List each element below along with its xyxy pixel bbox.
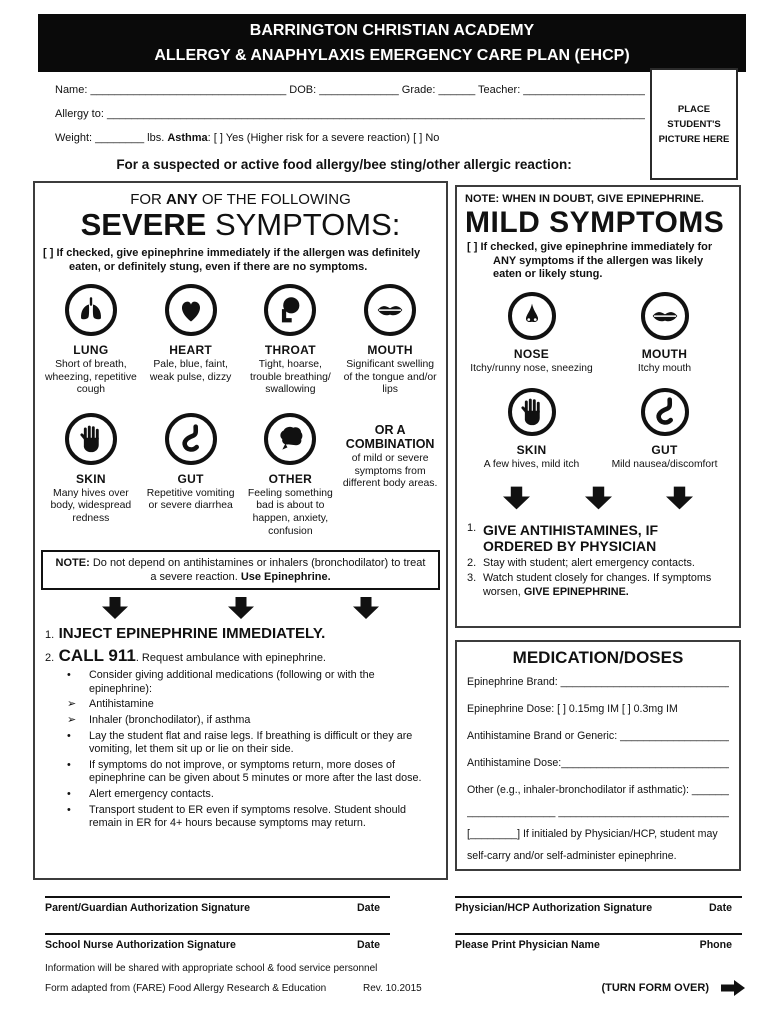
severe-heading: FOR ANY OF THE FOLLOWING: [130, 191, 351, 208]
epinephrine-brand-field[interactable]: Epinephrine Brand: _____________________…: [467, 676, 729, 688]
hand-icon: [507, 388, 556, 437]
student-picture-placeholder[interactable]: PLACE STUDENT'S PICTURE HERE: [650, 68, 738, 180]
stomach-icon: [640, 388, 689, 437]
mild-step-2: 2.Stay with student; alert emergency con…: [467, 556, 695, 569]
mild-symptom-grid: NOSE Itchy/runny nose, sneezing MOUTH It…: [465, 291, 731, 472]
severe-step-2: 2. CALL 911. Request ambulance with epin…: [45, 646, 326, 666]
down-arrow-icon: [503, 486, 530, 510]
stomach-icon: [164, 412, 217, 465]
symptom-other: OTHER Feeling something bad is about to …: [241, 412, 341, 538]
down-arrow-icon: [584, 486, 612, 510]
list-item: •Alert emergency contacts.: [67, 787, 214, 800]
hand-icon: [64, 412, 117, 465]
lips-icon: [640, 291, 689, 340]
mild-note-line: NOTE: WHEN IN DOUBT, GIVE EPINEPHRINE.: [465, 193, 704, 205]
medication-doses-section: MEDICATION/DOSES Epinephrine Brand: ____…: [455, 640, 741, 871]
down-arrow-icon: [666, 486, 693, 510]
severe-note-box: NOTE: Do not depend on antihistamines or…: [41, 550, 440, 591]
mild-step-1: 1.GIVE ANTIHISTAMINES, IF ORDERED BY PHY…: [467, 521, 659, 555]
symptom-lung: LUNG Short of breath, wheezing, repetiti…: [41, 284, 141, 397]
severe-down-arrows: [41, 590, 440, 622]
footer-source-row: Form adapted from (FARE) Food Allergy Re…: [45, 980, 745, 996]
lips-icon: [364, 284, 417, 336]
throat-icon: [264, 284, 317, 336]
severe-symptom-grid: LUNG Short of breath, wheezing, repetiti…: [41, 284, 440, 538]
mild-checkbox[interactable]: [ ]: [467, 241, 478, 253]
mild-symptoms-section: NOTE: WHEN IN DOUBT, GIVE EPINEPHRINE. M…: [455, 185, 741, 628]
list-item: •Consider giving additional medications …: [67, 669, 375, 695]
self-carry-text: self-carry and/or self-administer epinep…: [467, 850, 677, 862]
footer-source: Form adapted from (FARE) Food Allergy Re…: [45, 982, 327, 994]
symptom-throat: THROAT Tight, hoarse, trouble breathing/…: [241, 284, 341, 397]
intro-line: For a suspected or active food allergy/b…: [116, 157, 572, 172]
symptom-mouth-mild: MOUTH Itchy mouth: [598, 291, 731, 376]
turn-form-over-label: (TURN FORM OVER): [601, 982, 709, 994]
lungs-icon: [64, 284, 117, 336]
asthma-checkboxes[interactable]: : [ ] Yes (Higher risk for a severe reac…: [207, 132, 440, 144]
school-name: BARRINGTON CHRISTIAN ACADEMY: [249, 22, 535, 39]
self-carry-initial-field[interactable]: [________] If initialed by Physician/HCP…: [467, 828, 718, 840]
name-dob-grade-teacher-field[interactable]: Name: ________________________________ D…: [55, 84, 645, 96]
mild-step-3: 3.Watch student closely for changes. If …: [467, 572, 712, 598]
asthma-label: Asthma: [167, 132, 208, 144]
symptom-gut-mild: GUT Mild nausea/discomfort: [598, 388, 731, 472]
down-arrow-icon: [353, 597, 379, 620]
epinephrine-dose-field[interactable]: Epinephrine Dose: [ ] 0.15mg IM [ ] 0.3m…: [467, 703, 678, 715]
other-medication-continued-field[interactable]: _______________ ________________________…: [467, 806, 729, 818]
severe-step-1: 1. INJECT EPINEPHRINE IMMEDIATELY.: [45, 625, 326, 643]
antihistamine-dose-field[interactable]: Antihistamine Dose:_____________________…: [467, 757, 729, 769]
down-arrow-icon: [102, 597, 128, 620]
student-info-section: Name: ________________________________ D…: [55, 84, 645, 156]
nose-icon: [507, 291, 556, 340]
severe-instructions-list: •Consider giving additional medications …: [67, 669, 440, 831]
symptom-skin-mild: SKIN A few hives, mild itch: [465, 388, 598, 472]
footer-disclaimer: Information will be shared with appropri…: [45, 963, 378, 974]
antihistamine-brand-field[interactable]: Antihistamine Brand or Generic: ________…: [467, 730, 729, 742]
weight-asthma-field[interactable]: Weight: ________ lbs. Asthma: [ ] Yes (H…: [55, 132, 440, 144]
severe-checkbox[interactable]: [ ]: [43, 247, 54, 259]
list-item: ➢Inhaler (bronchodilator), if asthma: [67, 713, 251, 726]
form-title: ALLERGY & ANAPHYLAXIS EMERGENCY CARE PLA…: [154, 47, 630, 64]
symptom-nose: NOSE Itchy/runny nose, sneezing: [465, 291, 598, 376]
mild-title: MILD SYMPTOMS: [465, 206, 725, 239]
symptom-heart: HEART Pale, blue, faint, weak pulse, diz…: [141, 284, 241, 397]
symptom-combination: OR A COMBINATION of mild or severe sympt…: [342, 422, 438, 490]
list-item: ➢Antihistamine: [67, 698, 154, 711]
form-header: BARRINGTON CHRISTIAN ACADEMY ALLERGY & A…: [38, 14, 746, 72]
footer-revision: Rev. 10.2015: [363, 982, 422, 994]
picture-placeholder-text: PLACE STUDENT'S PICTURE HERE: [658, 103, 730, 145]
symptom-skin: SKIN Many hives over body, widespread re…: [41, 412, 141, 538]
down-arrow-icon: [227, 597, 254, 620]
other-medication-field[interactable]: Other (e.g., inhaler-bronchodilator if a…: [467, 784, 729, 796]
list-item: •If symptoms do not improve, or symptoms…: [67, 758, 422, 785]
allergy-to-field[interactable]: Allergy to: ____________________________…: [55, 108, 645, 120]
mild-checkbox-paragraph: [ ] If checked, give epinephrine immedia…: [467, 241, 713, 280]
mild-down-arrows: [465, 472, 731, 520]
severe-symptoms-section: FOR ANY OF THE FOLLOWING SEVERE SYMPTOMS…: [33, 181, 448, 880]
severe-checkbox-paragraph: [ ] If checked, give epinephrine immedia…: [43, 247, 421, 273]
medication-title: MEDICATION/DOSES: [512, 648, 684, 667]
list-item: •Transport student to ER even if symptom…: [67, 803, 407, 830]
list-item: •Lay the student flat and raise legs. If…: [67, 729, 413, 756]
symptom-gut: GUT Repetitive vomiting or severe diarrh…: [141, 412, 241, 538]
heart-icon: [164, 284, 217, 336]
severe-title: SEVERE SYMPTOMS:: [80, 207, 401, 242]
brain-icon: [264, 412, 317, 465]
right-arrow-icon: [721, 980, 745, 996]
symptom-mouth: MOUTH Significant swelling of the tongue…: [340, 284, 440, 397]
